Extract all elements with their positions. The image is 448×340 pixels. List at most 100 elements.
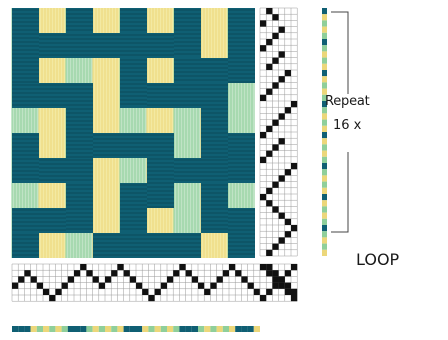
treadling-cell [185, 270, 192, 277]
warp-color-cell [322, 70, 327, 77]
treadling-cell [92, 276, 99, 283]
tieup-cell [284, 282, 291, 289]
treadling-cell [154, 288, 161, 295]
tieup-cell [266, 270, 273, 277]
fabric-block [174, 233, 201, 258]
fabric-block [147, 83, 201, 108]
threading-cell [278, 237, 285, 244]
threading-cell [272, 119, 279, 126]
weft-color-cell [86, 326, 93, 332]
weft-color-cell [198, 326, 205, 332]
threading-cell [266, 150, 273, 157]
threading-cell [278, 175, 285, 182]
threading-cell [278, 138, 285, 145]
weft-color-cell [241, 326, 248, 332]
fabric-block [93, 133, 147, 158]
warp-color-cell [322, 249, 327, 256]
warp-color-cell [322, 231, 327, 238]
treadling-cell [30, 276, 37, 283]
warp-color-cell [322, 225, 327, 232]
threading-cell [266, 8, 273, 15]
threading-cell [278, 113, 285, 120]
threading-cell [266, 39, 273, 46]
treadling-cell [61, 282, 68, 289]
weft-color-cell [216, 326, 223, 332]
weft-color-cell [235, 326, 242, 332]
tieup-cell [284, 270, 291, 277]
threading-cell [284, 70, 291, 77]
warp-color-cell [322, 144, 327, 151]
fabric-block [12, 208, 66, 233]
tieup-grid [259, 263, 298, 302]
weft-color-cell [30, 326, 37, 332]
threading-cell [260, 132, 267, 139]
threading-cell [260, 156, 267, 163]
weft-color-cell [167, 326, 174, 332]
warp-color-cell [322, 200, 327, 207]
fabric-block [12, 83, 66, 108]
warp-color-cell [322, 156, 327, 163]
treadling-cell [55, 288, 62, 295]
treadling-cell [204, 288, 211, 295]
threading-cell [291, 163, 298, 170]
weft-color-cell [148, 326, 155, 332]
warp-color-cell [322, 76, 327, 83]
tieup-cell [266, 288, 273, 295]
threading-cell [260, 194, 267, 201]
weft-color-cell [24, 326, 31, 332]
fabric-block [174, 58, 228, 83]
threading-cell [291, 101, 298, 108]
warp-color-cell [322, 94, 327, 101]
fabric-block [93, 33, 174, 58]
warp-color-cell [322, 218, 327, 225]
warp-color-cell [322, 113, 327, 120]
tieup-cell [291, 264, 298, 271]
fabric-block [174, 158, 228, 183]
weft-color-cell [98, 326, 105, 332]
tieup-cell [272, 282, 279, 289]
weft-color-cell [173, 326, 180, 332]
threading-cell [260, 94, 267, 101]
weft-color-cell [160, 326, 167, 332]
warp-color-cell [322, 138, 327, 145]
warp-color-cell [322, 194, 327, 201]
treadling-cell [142, 288, 149, 295]
warp-color-cell [322, 169, 327, 176]
treadling-cell [210, 282, 217, 289]
weft-color-cell [49, 326, 56, 332]
treadling-cell [216, 276, 223, 283]
weft-color-cell [18, 326, 25, 332]
treadling-cell [43, 288, 50, 295]
tieup-cell [278, 276, 285, 283]
warp-color-cell [322, 132, 327, 139]
repeat-count-label: 16 x [333, 118, 362, 133]
treadling-cell [129, 276, 136, 283]
weft-color-cell [55, 326, 62, 332]
treadling-cell [136, 282, 143, 289]
treadling-cell [148, 295, 155, 302]
weft-color-cell [191, 326, 198, 332]
weft-color-cell [117, 326, 124, 332]
treadling-cell [167, 276, 174, 283]
weft-color-cell [222, 326, 229, 332]
threading-cell [272, 181, 279, 188]
threading-cell [266, 88, 273, 95]
weft-color-cell [111, 326, 118, 332]
warp-color-cell [322, 45, 327, 52]
treadling-cell [253, 288, 260, 295]
treadling-cell [67, 276, 74, 283]
threading-cell [266, 125, 273, 132]
threading-cell [291, 225, 298, 232]
warp-color-cell [322, 101, 327, 108]
threading-cell [272, 82, 279, 89]
treadling-cell [36, 282, 43, 289]
warp-color-cell [322, 163, 327, 170]
warp-color-cell [322, 39, 327, 46]
weft-color-cell [185, 326, 192, 332]
repeat-label: Repeat [325, 94, 370, 109]
threading-cell [278, 212, 285, 219]
fabric-drawdown [11, 8, 255, 258]
weft-color-cell [74, 326, 81, 332]
treadling-cell [198, 282, 205, 289]
